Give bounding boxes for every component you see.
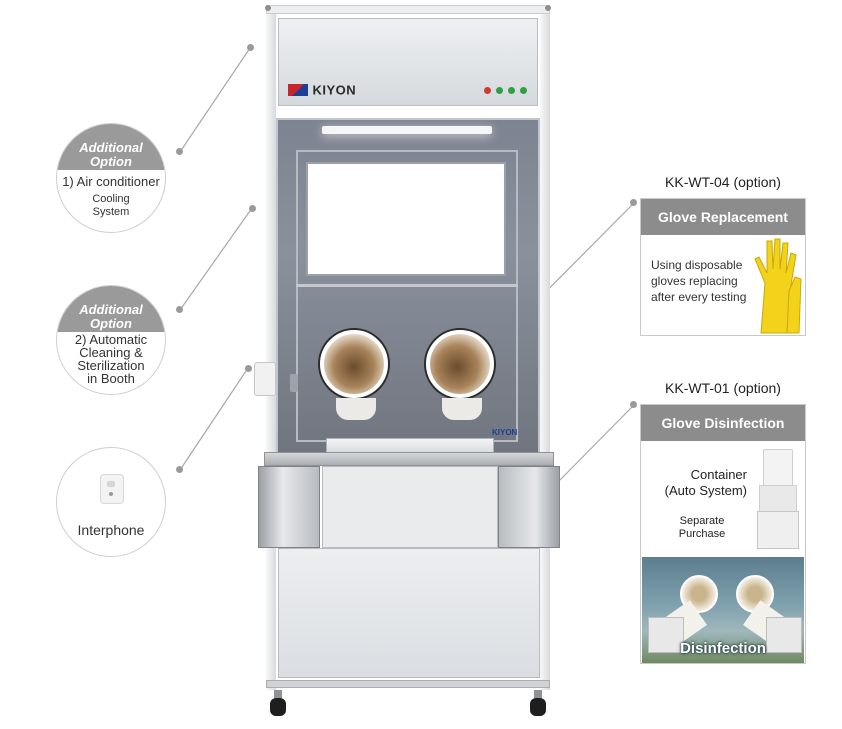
glove-replacement-header: Glove Replacement xyxy=(641,199,805,235)
brand-logo: KIYON xyxy=(288,81,356,97)
option-number: 2) xyxy=(74,332,87,347)
glove-disinfection-model: KK-WT-01 (option) xyxy=(665,380,781,396)
bolt-icon xyxy=(545,5,551,11)
glove-replacement-line: after every testing xyxy=(651,290,747,304)
option-caption-line1: Additional xyxy=(79,140,143,155)
connector-line-air xyxy=(179,47,251,153)
disinfection-caption: Disinfection xyxy=(680,640,766,657)
option-sub-line: System xyxy=(92,206,130,218)
glove-disinfection-panel: Glove Disinfection Container (Auto Syste… xyxy=(640,404,806,664)
base-bar xyxy=(266,680,550,688)
glove-replacement-model: KK-WT-04 (option) xyxy=(665,174,781,190)
connector-dot xyxy=(176,466,183,473)
caster-right-icon xyxy=(530,690,546,718)
container-box-icon xyxy=(757,449,799,549)
logo-mark-icon xyxy=(288,83,308,96)
green-light-icon xyxy=(508,87,515,94)
option-circle-cleaning: Additional Option 2) Automatic Cleaning … xyxy=(56,285,166,395)
glove-port-right xyxy=(426,330,494,398)
glove-replacement-panel: Glove Replacement Using disposable glove… xyxy=(640,198,806,336)
bolt-icon xyxy=(265,5,271,11)
container-line: (Auto System) xyxy=(664,483,747,498)
option-caption: Additional Option xyxy=(57,124,165,170)
option-title-line: 1) Air conditioner xyxy=(57,175,165,188)
connector-dot xyxy=(630,401,637,408)
viewing-window xyxy=(306,162,506,276)
indicator-lights xyxy=(484,87,529,95)
disinfection-photo: Disinfection xyxy=(642,557,804,663)
shelf-rail xyxy=(264,452,554,466)
brand-logo-text: KIYON xyxy=(312,82,357,98)
glove-port-left xyxy=(320,330,388,398)
glove-replacement-line: Using disposable xyxy=(651,258,743,272)
option-circle-air-conditioner: Additional Option 1) Air conditioner Coo… xyxy=(56,123,166,233)
lower-cabinet xyxy=(322,466,498,548)
caster-left-icon xyxy=(270,690,286,718)
glove-sleeve-left xyxy=(336,398,376,420)
option-sub-line: in Booth xyxy=(87,371,135,386)
connector-dot xyxy=(245,365,252,372)
option-body: 2) Automatic Cleaning & Sterilization in… xyxy=(57,333,165,385)
yellow-glove-icon xyxy=(754,238,802,334)
left-chute xyxy=(258,466,320,548)
purchase-line: Purchase xyxy=(678,528,726,540)
glove-replacement-line: gloves replacing xyxy=(651,274,738,288)
option-title-line: 2) Automatic xyxy=(57,333,165,346)
purchase-text: Separate Purchase xyxy=(667,515,737,541)
option-body: 1) Air conditioner Cooling System xyxy=(57,175,165,219)
side-latch xyxy=(290,374,298,392)
glove-disinfection-header: Glove Disinfection xyxy=(641,405,805,441)
option-caption: Additional Option xyxy=(57,286,165,332)
container-text: Container (Auto System) xyxy=(647,467,747,499)
connector-dot xyxy=(176,148,183,155)
connector-line-glove-disinfection xyxy=(555,404,635,485)
frame-top-bar xyxy=(266,5,550,14)
option-title: Automatic xyxy=(89,332,148,347)
frame-left-post xyxy=(266,6,276,690)
interphone-label: Interphone xyxy=(77,522,145,538)
option-sub-line: Sterilization xyxy=(77,358,145,373)
interphone-circle: Interphone xyxy=(56,447,166,557)
glove-replacement-text: Using disposable gloves replacing after … xyxy=(651,257,746,305)
container-line: Container xyxy=(690,467,747,482)
connector-dot xyxy=(630,199,637,206)
frame-right-post xyxy=(540,6,550,690)
connector-dot xyxy=(249,205,256,212)
option-caption-line2: Option xyxy=(90,154,132,169)
green-light-icon xyxy=(520,87,527,94)
connector-line-cleaning xyxy=(179,207,253,311)
side-interphone xyxy=(254,362,276,396)
connector-dot xyxy=(247,44,254,51)
connector-dot xyxy=(176,306,183,313)
lower-panel xyxy=(278,548,540,678)
purchase-line: Separate xyxy=(679,515,725,527)
window-divider xyxy=(296,284,518,287)
interphone-icon xyxy=(100,474,124,504)
control-panel-box xyxy=(278,18,538,106)
option-title: Air conditioner xyxy=(76,174,160,189)
connector-line-interphone xyxy=(179,367,249,471)
right-chute xyxy=(498,466,560,548)
chamber-logo: KIYON xyxy=(492,428,518,437)
option-sub-line: Cooling xyxy=(92,193,130,205)
glove-sleeve-right xyxy=(442,398,482,420)
green-light-icon xyxy=(496,87,503,94)
option-caption-line1: Additional xyxy=(79,302,143,317)
option-caption-line2: Option xyxy=(90,316,132,331)
red-light-icon xyxy=(484,87,491,94)
option-sub-line: Cleaning & xyxy=(79,345,143,360)
chamber-light xyxy=(322,126,492,134)
option-number: 1) xyxy=(62,174,74,189)
